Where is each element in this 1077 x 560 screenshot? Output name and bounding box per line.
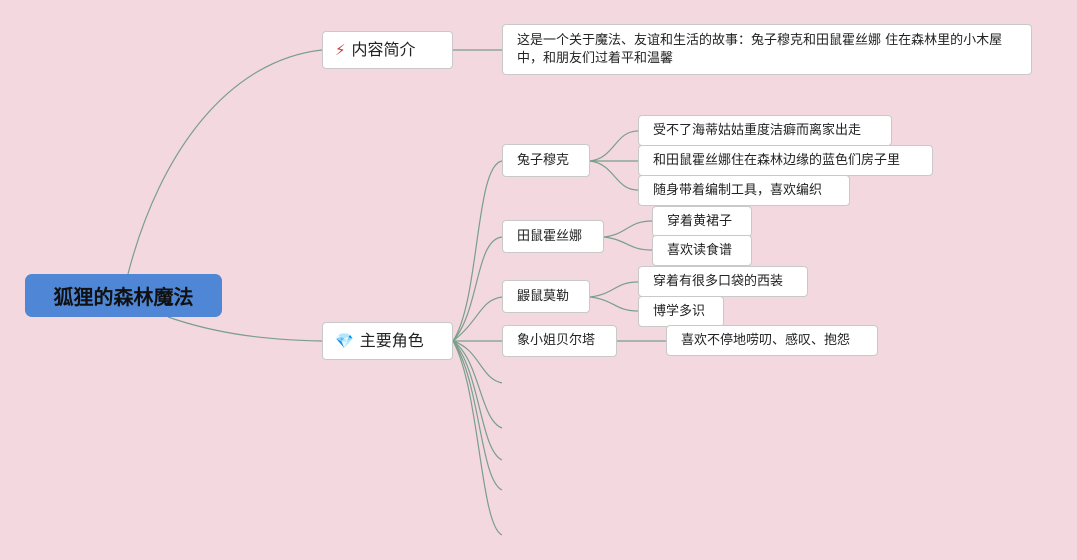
trait-vole-1[interactable]: 穿着黄裙子 bbox=[652, 206, 752, 237]
intro-description[interactable]: 这是一个关于魔法、友谊和生活的故事：兔子穆克和田鼠霍丝娜 住在森林里的小木屋中，… bbox=[502, 24, 1032, 75]
trait-text: 穿着有很多口袋的西装 bbox=[653, 273, 784, 289]
root-node[interactable]: 狐狸的森林魔法 bbox=[25, 274, 222, 317]
trait-elephant-1[interactable]: 喜欢不停地唠叨、感叹、抱怨 bbox=[666, 325, 878, 356]
trait-vole-2[interactable]: 喜欢读食谱 bbox=[652, 235, 752, 266]
character-rabbit[interactable]: 兔子穆克 bbox=[502, 144, 590, 177]
connector-root-characters bbox=[167, 316, 323, 342]
character-mole[interactable]: 鼹鼠莫勒 bbox=[502, 280, 590, 313]
trait-rabbit-1[interactable]: 受不了海蒂姑姑重度洁癖而离家出走 bbox=[638, 115, 892, 146]
intro-description-text: 这是一个关于魔法、友谊和生活的故事：兔子穆克和田鼠霍丝娜 住在森林里的小木屋中，… bbox=[517, 32, 1003, 66]
root-title: 狐狸的森林魔法 bbox=[53, 285, 194, 309]
trait-mole-2[interactable]: 博学多识 bbox=[638, 296, 724, 327]
branch-characters[interactable]: 💎 主要角色 bbox=[322, 322, 453, 360]
trait-text: 穿着黄裙子 bbox=[667, 213, 733, 229]
character-elephant[interactable]: 象小姐贝尔塔 bbox=[502, 325, 617, 357]
branch-intro-label: 内容简介 bbox=[351, 40, 416, 59]
connector-root-intro bbox=[127, 49, 323, 275]
magic-wand-icon: ⚡ bbox=[335, 40, 346, 59]
trait-text: 博学多识 bbox=[653, 303, 706, 319]
trait-rabbit-3[interactable]: 随身带着编制工具，喜欢编织 bbox=[638, 175, 850, 206]
character-vole[interactable]: 田鼠霍丝娜 bbox=[502, 220, 604, 253]
trait-text: 喜欢读食谱 bbox=[667, 242, 733, 258]
character-name: 兔子穆克 bbox=[517, 152, 570, 168]
trait-rabbit-2[interactable]: 和田鼠霍丝娜住在森林边缘的蓝色们房子里 bbox=[638, 145, 933, 176]
character-name: 鼹鼠莫勒 bbox=[517, 288, 570, 304]
trait-text: 喜欢不停地唠叨、感叹、抱怨 bbox=[681, 332, 851, 348]
branch-characters-label: 主要角色 bbox=[359, 331, 424, 350]
character-name: 田鼠霍丝娜 bbox=[517, 228, 583, 244]
trait-text: 随身带着编制工具，喜欢编织 bbox=[653, 182, 823, 198]
branch-intro[interactable]: ⚡ 内容简介 bbox=[322, 31, 453, 69]
trait-mole-1[interactable]: 穿着有很多口袋的西装 bbox=[638, 266, 808, 297]
diamond-icon: 💎 bbox=[335, 331, 354, 350]
character-name: 象小姐贝尔塔 bbox=[517, 333, 596, 348]
trait-text: 受不了海蒂姑姑重度洁癖而离家出走 bbox=[653, 122, 862, 138]
trait-text: 和田鼠霍丝娜住在森林边缘的蓝色们房子里 bbox=[653, 152, 901, 168]
